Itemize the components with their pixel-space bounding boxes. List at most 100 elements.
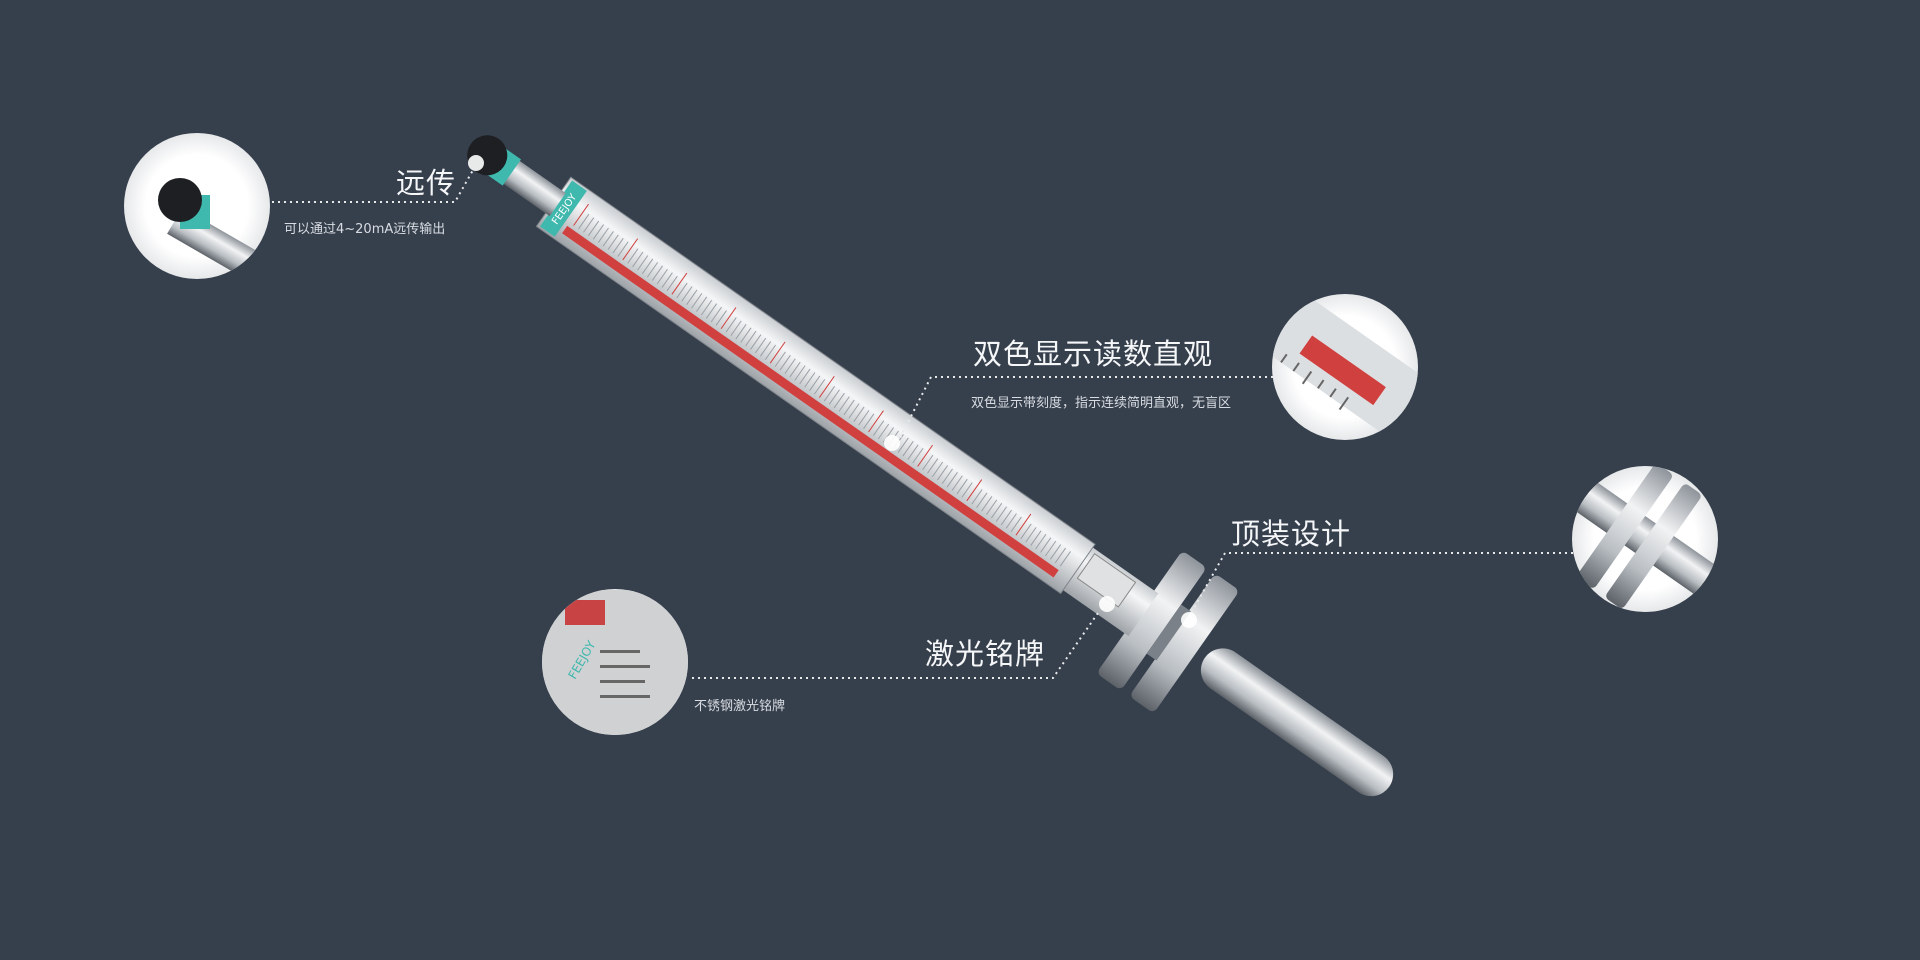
scale-tick <box>735 324 747 340</box>
scale-tick <box>814 379 826 395</box>
hotspot-top-mount[interactable] <box>1181 612 1197 628</box>
scale-tick <box>1000 509 1012 526</box>
scale-tick <box>804 372 816 388</box>
scale-tick <box>637 255 649 271</box>
scale-tick <box>1010 516 1022 533</box>
detail-circle-display <box>1256 287 1445 449</box>
float-chamber-pipe <box>1200 648 1394 797</box>
scale-tick <box>858 410 870 426</box>
indicator-body <box>536 177 1096 594</box>
scale-tick <box>981 496 993 512</box>
scale-tick <box>602 231 614 247</box>
scale-tick <box>740 327 752 343</box>
magnetic-level-gauge: FEEJOY <box>467 135 1394 797</box>
scale-tick <box>1035 533 1047 550</box>
hotspot-display[interactable] <box>884 435 900 451</box>
leader-line-top-mount <box>1189 552 1573 616</box>
feature-title-top-mount: 顶装设计 <box>1231 517 1352 551</box>
scale-tick <box>833 392 845 409</box>
scale-tick <box>750 334 762 350</box>
scale-tick <box>976 492 988 509</box>
brand-label <box>540 180 587 237</box>
scale-tick <box>1045 540 1057 557</box>
scale-tick <box>1054 547 1067 564</box>
scale-tick <box>951 475 963 491</box>
leader-line-display <box>899 376 1273 439</box>
scale-tick <box>587 220 600 237</box>
scale-tick <box>986 499 998 515</box>
leader-line-nameplate <box>692 609 1101 679</box>
scale-tick <box>764 344 777 361</box>
scale-tick <box>651 265 663 281</box>
feature-title-display: 双色显示读数直观 <box>973 337 1214 371</box>
scale-tick <box>843 399 855 416</box>
scale-tick <box>607 234 619 250</box>
scale-tick <box>720 307 737 330</box>
hotspot-remote[interactable] <box>468 155 484 171</box>
scale-tick <box>784 358 796 374</box>
scale-tick <box>592 224 605 240</box>
scale-tick <box>1049 544 1062 560</box>
scale-tick <box>1020 523 1032 539</box>
scale-tick <box>990 503 1003 519</box>
scale-tick <box>912 447 924 464</box>
scale-tick <box>1015 513 1032 536</box>
scale-tick <box>642 258 654 274</box>
scale-tick <box>622 238 639 261</box>
scale-tick <box>769 341 786 364</box>
scale-tick <box>597 227 609 244</box>
scale-tick <box>578 213 590 230</box>
feature-subtitle-display: 双色显示带刻度，指示连续简明直观，无盲区 <box>971 396 1232 411</box>
scale-tick <box>799 368 811 385</box>
scale-tick <box>1040 537 1052 553</box>
scale-tick <box>627 248 639 264</box>
feature-title-remote: 远传 <box>396 166 457 200</box>
scale-tick <box>823 385 836 402</box>
scale-tick <box>941 468 953 484</box>
scale-tick <box>710 306 722 323</box>
scale-tick <box>902 441 914 457</box>
scale-tick <box>583 217 595 233</box>
feature-title-nameplate: 激光铭牌 <box>925 637 1046 671</box>
feature-subtitle-nameplate: 不锈钢激光铭牌 <box>694 699 786 714</box>
scale-tick <box>666 275 678 292</box>
scale-tick <box>671 272 688 295</box>
scale-tick <box>863 413 875 429</box>
scale-tick <box>715 310 727 326</box>
scale-tick <box>774 351 786 367</box>
scale-tick <box>897 437 909 453</box>
flange <box>1131 575 1238 712</box>
scale-tick <box>966 479 983 502</box>
scale-tick <box>848 403 860 419</box>
scale-tick <box>573 203 589 226</box>
scale-tick <box>1059 551 1071 567</box>
feature-subtitle-remote: 可以通过4~20mA远传输出 <box>284 222 446 237</box>
scale-tick <box>696 296 708 312</box>
scale-tick <box>961 482 973 498</box>
flange <box>1098 552 1205 689</box>
scale-tick <box>1025 527 1037 543</box>
scale-tick <box>700 299 713 316</box>
scale-tick <box>956 478 968 495</box>
scale-tick <box>936 465 949 481</box>
red-indicator-strip <box>562 225 1059 578</box>
hotspot-nameplate[interactable] <box>1099 596 1115 612</box>
top-connector <box>500 158 566 217</box>
scale-tick <box>853 406 865 422</box>
transmitter-body <box>483 145 522 186</box>
scale-tick <box>617 241 629 257</box>
scale-tick <box>794 365 806 381</box>
scale-tick <box>745 330 757 347</box>
detail-circle-remote <box>124 133 270 279</box>
scale-tick <box>877 423 890 440</box>
scale-tick <box>661 272 673 288</box>
scale-tick <box>612 238 624 254</box>
scale-tick <box>995 506 1008 522</box>
scale-tick <box>838 396 850 412</box>
scale-tick <box>907 444 919 460</box>
scale-tick <box>705 303 718 319</box>
scale-tick <box>676 282 688 299</box>
scale-tick <box>971 489 983 505</box>
scale-tick <box>873 420 885 436</box>
detail-circle-top-mount <box>1565 464 1734 612</box>
